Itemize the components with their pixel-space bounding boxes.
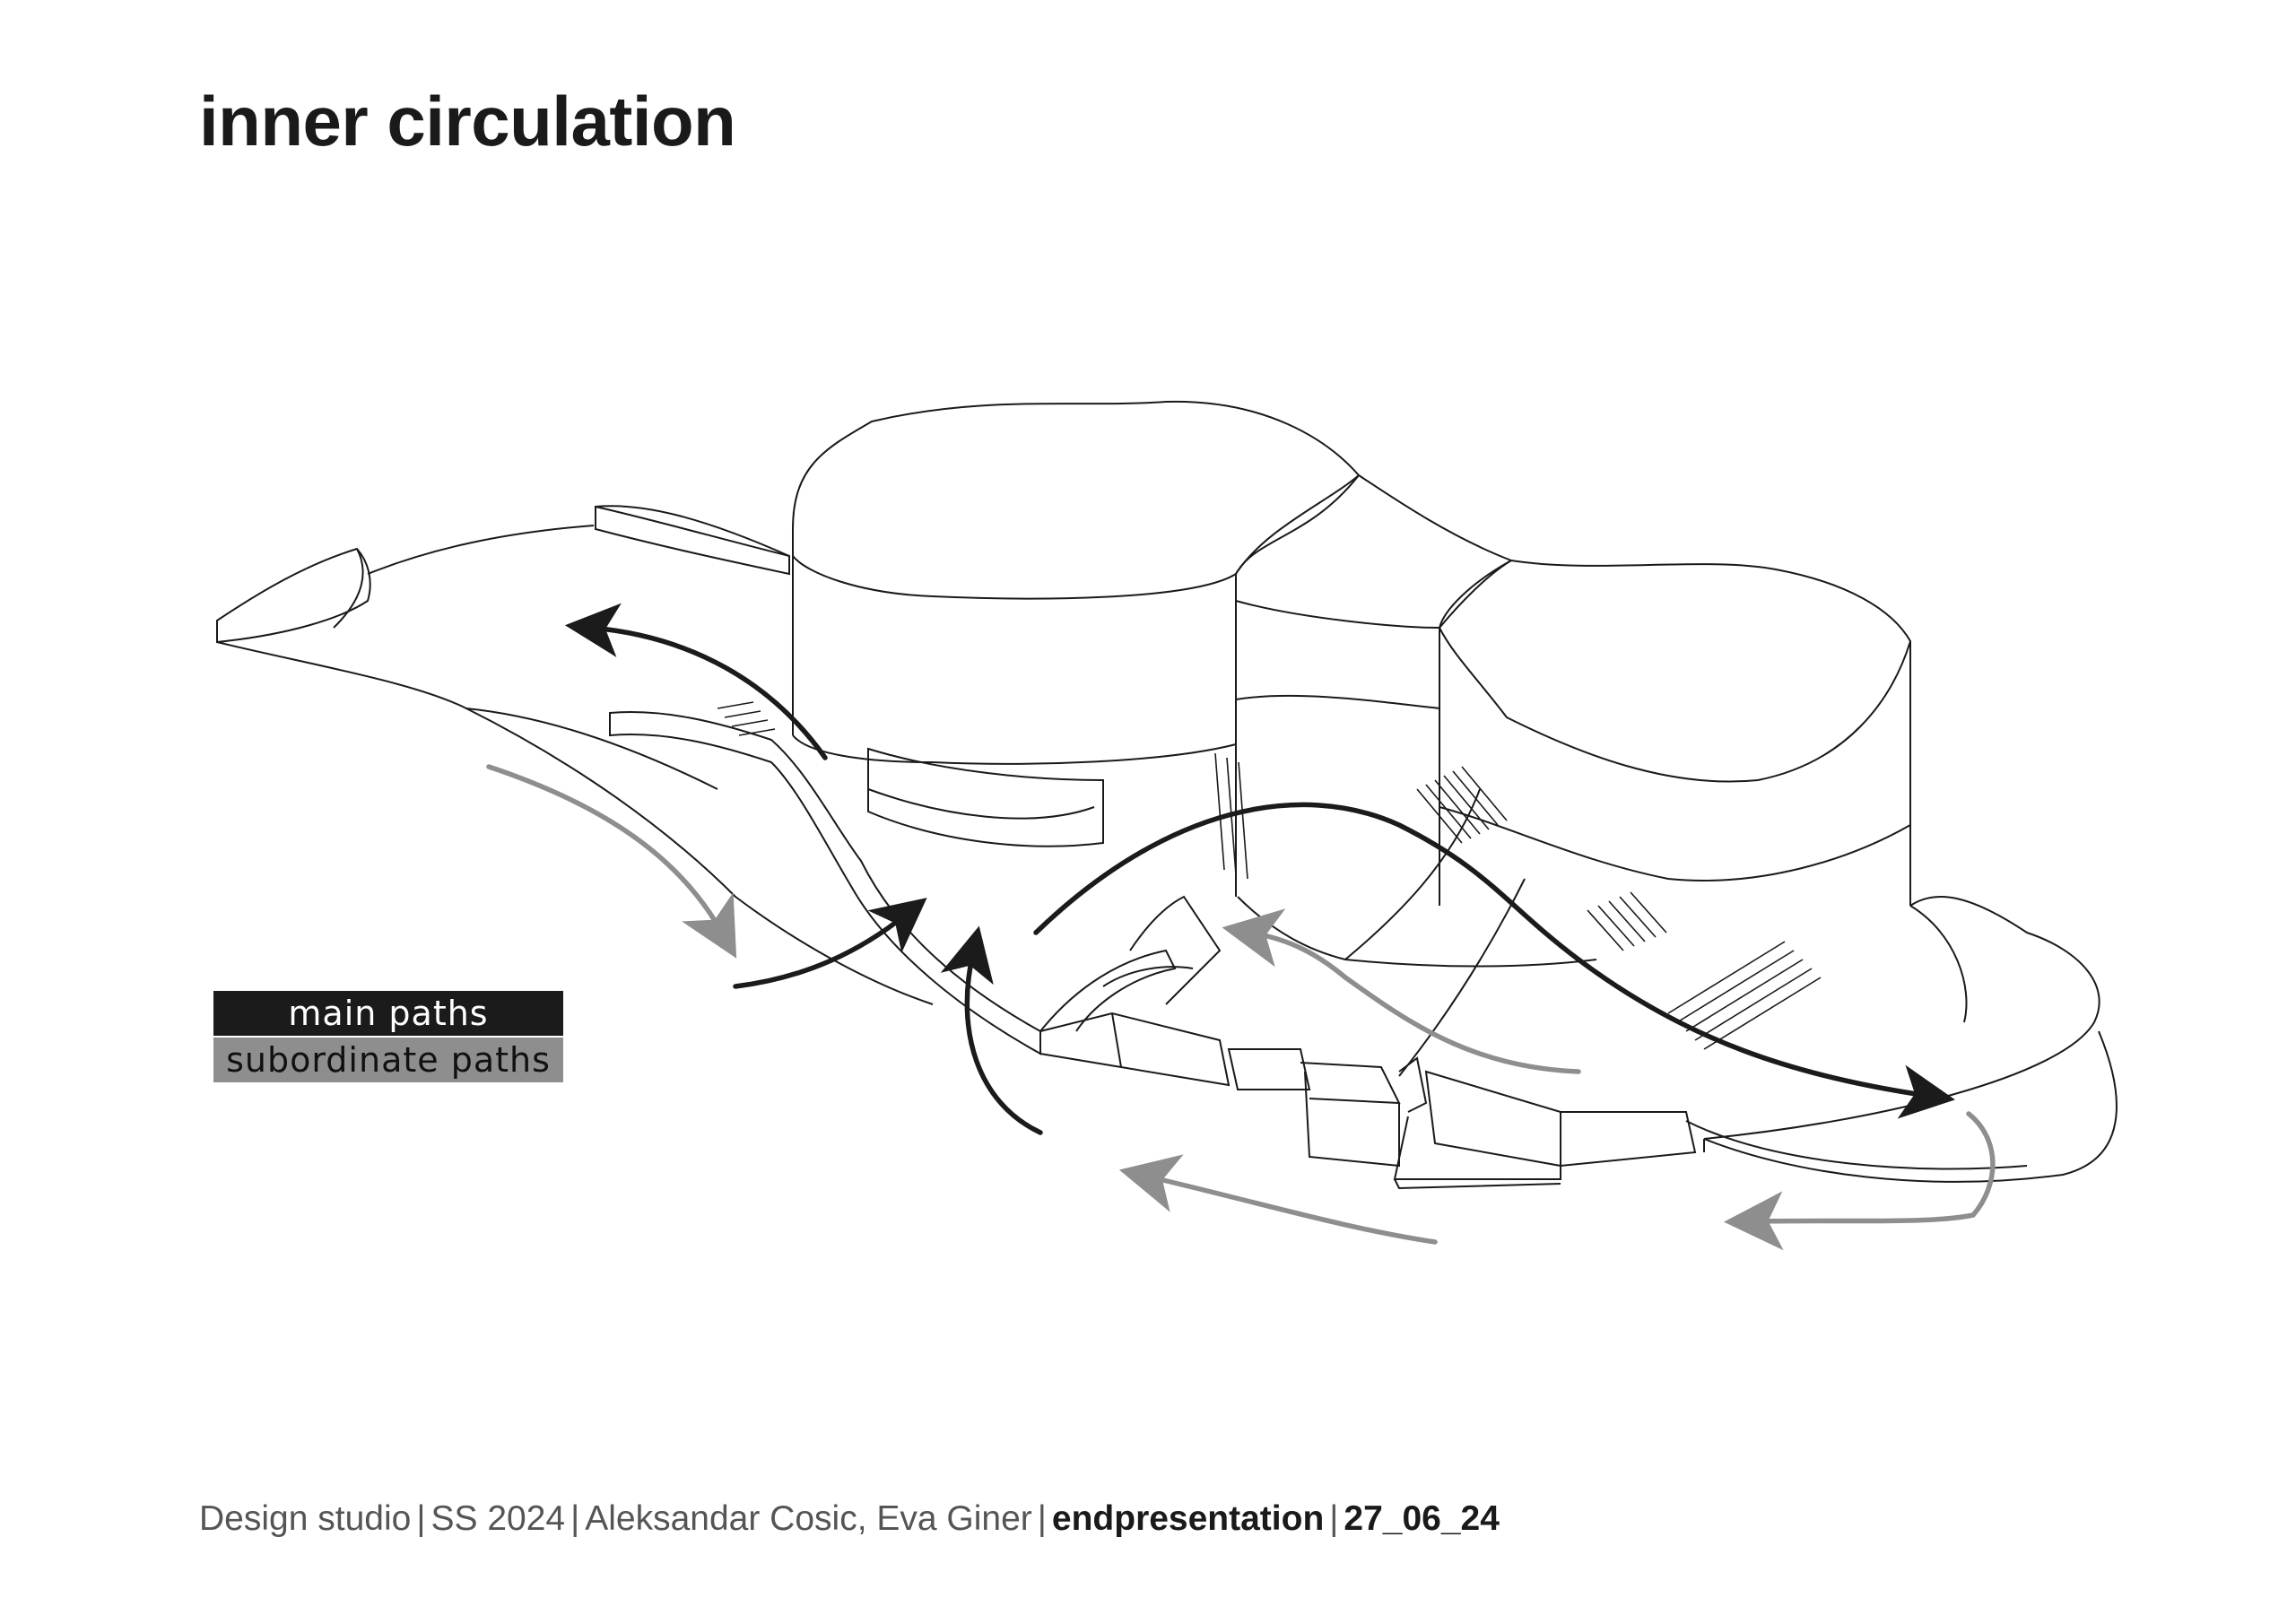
footer-authors: Aleksandar Cosic, Eva Giner xyxy=(585,1499,1032,1538)
legend: main paths subordinate paths xyxy=(213,991,563,1082)
stairs-hatch-right xyxy=(1587,891,1822,1050)
subordinate-path-arrow xyxy=(1222,908,1581,1074)
main-path-arrow xyxy=(564,603,828,760)
stairs-hatch-center xyxy=(1416,766,1508,844)
subordinate-path-arrow xyxy=(1118,1154,1438,1245)
footer-course: Design studio xyxy=(199,1499,412,1538)
legend-main-paths: main paths xyxy=(213,991,563,1036)
building-outline xyxy=(216,400,2118,1190)
stairs-hatch-left xyxy=(717,701,776,736)
footer-separator: | xyxy=(570,1499,580,1538)
footer-semester: SS 2024 xyxy=(430,1499,566,1538)
subordinate-path-arrow xyxy=(1724,1111,1996,1251)
subordinate-path-arrow xyxy=(486,764,737,959)
main-path-arrows xyxy=(564,603,1955,1135)
subordinate-path-arrows xyxy=(486,764,1996,1251)
legend-subordinate-paths: subordinate paths xyxy=(213,1038,563,1082)
page-title: inner circulation xyxy=(199,82,736,161)
footer-separator: | xyxy=(1037,1499,1047,1538)
footer-separator: | xyxy=(416,1499,426,1538)
footer: Design studio|SS 2024|Aleksandar Cosic, … xyxy=(199,1499,1500,1539)
footer-separator: | xyxy=(1329,1499,1339,1538)
footer-date: 27_06_24 xyxy=(1344,1499,1500,1538)
footer-event: endpresentation xyxy=(1051,1499,1325,1538)
main-path-arrow xyxy=(1033,802,1955,1119)
main-path-arrow xyxy=(733,898,927,989)
main-path-arrow xyxy=(940,925,1043,1135)
